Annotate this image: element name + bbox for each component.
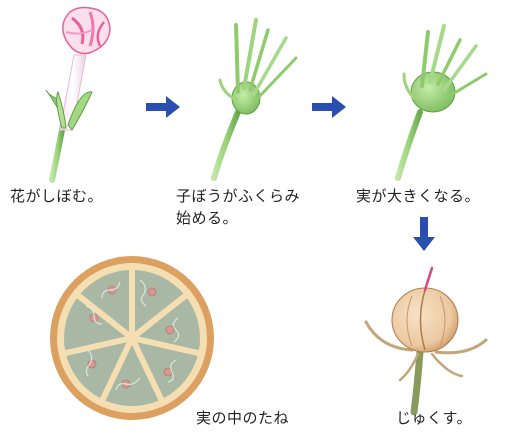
- caption-ripe: じゅくす。: [396, 409, 473, 427]
- wilting-flower-illustration: [45, 6, 111, 183]
- ripe-fruit-illustration: [364, 266, 488, 416]
- caption-swelling-line2: 始める。: [176, 209, 239, 227]
- arrow-right-icon: [146, 96, 180, 118]
- caption-swelling-line1: 子ぼうがふくらみ: [176, 187, 301, 205]
- swelling-ovary-illustration: [211, 18, 298, 181]
- fruit-cross-section-illustration: [50, 256, 214, 420]
- growing-fruit-illustration: [395, 24, 488, 181]
- arrow-down-icon: [413, 217, 435, 251]
- caption-growing: 実が大きくなる。: [356, 187, 481, 205]
- arrow-right-icon: [312, 96, 346, 118]
- caption-wilting: 花がしぼむ。: [10, 187, 104, 205]
- caption-cross-section: 実の中のたね: [196, 409, 290, 427]
